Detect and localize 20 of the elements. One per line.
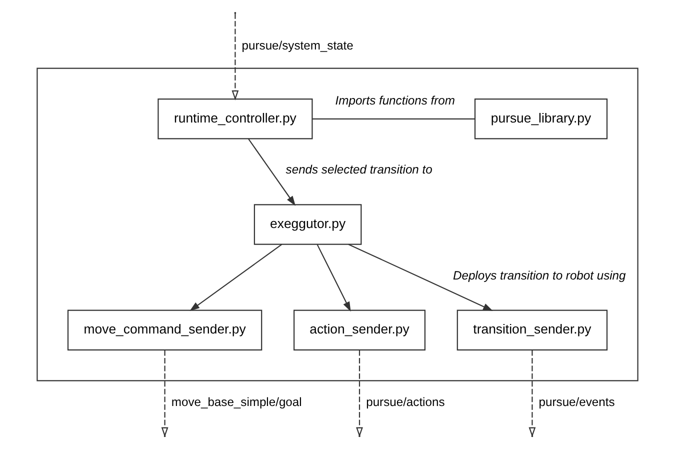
arrow [190,244,282,312]
node-box: action_sender.py [294,310,426,350]
edge-label: pursue/system_state [242,38,354,52]
node-box: runtime_controller.py [158,98,313,140]
edge-label: pursue/events [538,394,615,409]
cluster [36,68,638,382]
edge-label: Imports functions from [335,93,455,108]
arrow [232,13,239,100]
arrow [348,244,493,311]
edge-label: Deploys transition to robot using [453,268,626,282]
arrow [316,244,351,312]
node-box: pursue_library.py [474,98,608,140]
arrow [248,138,296,206]
edge-label: sends selected transition to [286,162,432,177]
node-box: transition_sender.py [456,310,608,350]
edge-label: pursue/actions [366,394,445,409]
connector [312,118,475,120]
node-box: exeggutor.py [254,204,362,245]
node-box: move_command_sender.py [67,310,262,350]
edge-label: move_base_simple/goal [171,394,302,409]
